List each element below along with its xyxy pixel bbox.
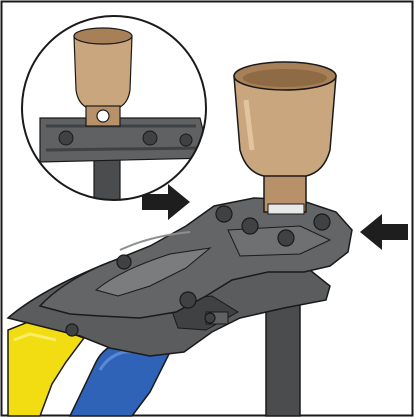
press-arrow-icon — [142, 184, 190, 220]
inset-detail — [21, 15, 207, 201]
post — [265, 291, 301, 417]
cup-socket — [233, 61, 337, 215]
press-arrow-icon — [360, 214, 408, 250]
